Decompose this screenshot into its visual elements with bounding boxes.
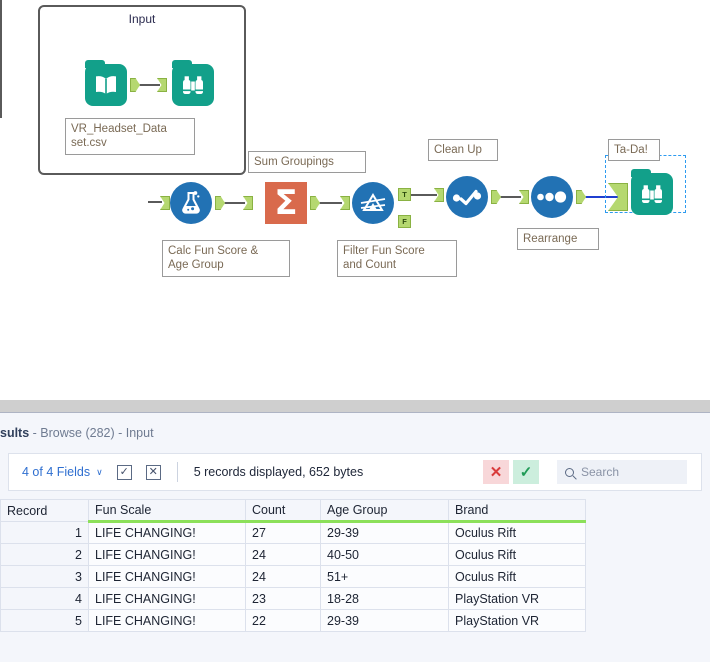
- node-label-cleanup: Clean Up: [428, 139, 498, 162]
- results-panel: sults - Browse (282) - Input 4 of 4 Fiel…: [0, 413, 710, 662]
- column-header-count[interactable]: Count: [245, 499, 321, 523]
- workflow-canvas[interactable]: Input VR_Headset_Data se: [0, 0, 710, 400]
- fields-selector[interactable]: 4 of 4 Fields ∨: [22, 465, 103, 479]
- wire-input-to-browse: [140, 84, 160, 86]
- column-header-age-group[interactable]: Age Group: [320, 499, 449, 523]
- node-label-input-data: VR_Headset_Data set.csv: [65, 118, 195, 155]
- anchor-out-summarize[interactable]: [310, 196, 320, 210]
- wire-vertical-to-formula: [0, 0, 2, 118]
- cell-age-group: 29-39: [320, 521, 449, 544]
- tool-select[interactable]: [531, 176, 573, 218]
- cell-count: 22: [245, 609, 321, 632]
- results-toolbar: 4 of 4 Fields ∨ ✓ ✕ 5 records displayed,…: [8, 453, 702, 491]
- binoculars-icon: [172, 64, 214, 106]
- node-label-summarize: Sum Groupings: [248, 151, 366, 174]
- anchor-out-rearrange[interactable]: [576, 190, 586, 204]
- toolbar-divider: [176, 462, 178, 482]
- tool-browse-final[interactable]: [631, 173, 673, 215]
- wire-cleanup-to-rearrange: [501, 196, 521, 198]
- wire-filter-to-cleanup: [411, 194, 437, 196]
- wire-summarize-to-filter: [320, 202, 342, 204]
- cell-fun-scale: LIFE CHANGING!: [88, 609, 246, 632]
- table-row[interactable]: 1 LIFE CHANGING! 27 29-39 Oculus Rift: [0, 521, 586, 544]
- tool-browse-input[interactable]: [172, 64, 214, 106]
- tool-formula[interactable]: [170, 182, 212, 224]
- anchor-out-filter-true[interactable]: T: [398, 188, 411, 201]
- fields-selector-label: 4 of 4 Fields: [22, 465, 91, 479]
- cell-record: 1: [0, 521, 89, 544]
- confirm-button[interactable]: ✓: [513, 460, 539, 484]
- column-header-record[interactable]: Record: [0, 499, 89, 522]
- panel-divider[interactable]: [0, 400, 710, 413]
- cell-fun-scale: LIFE CHANGING!: [88, 521, 246, 544]
- cell-age-group: 51+: [320, 565, 449, 588]
- wire-horizontal-to-formula: [148, 201, 162, 203]
- cell-brand: Oculus Rift: [448, 565, 586, 588]
- search-placeholder: Search: [581, 465, 620, 479]
- node-label-rearrange: Rearrange: [517, 228, 599, 251]
- node-label-tada: Ta-Da!: [608, 139, 660, 162]
- column-header-brand[interactable]: Brand: [448, 499, 586, 523]
- cell-brand: PlayStation VR: [448, 587, 586, 610]
- cell-brand: PlayStation VR: [448, 609, 586, 632]
- cell-fun-scale: LIFE CHANGING!: [88, 543, 246, 566]
- cell-record: 4: [0, 587, 89, 610]
- book-icon: [85, 64, 127, 106]
- checkbox-check-icon[interactable]: ✓: [116, 464, 132, 480]
- chevron-down-icon: ∨: [96, 466, 103, 477]
- results-table: Record Fun Scale Count Age Group Brand 1…: [0, 499, 586, 632]
- container-title: Input: [128, 12, 156, 26]
- anchor-out-input-data[interactable]: [130, 78, 140, 92]
- wire-formula-to-summarize: [225, 202, 245, 204]
- tool-container-input[interactable]: Input: [38, 5, 246, 175]
- search-input[interactable]: Search: [557, 460, 687, 484]
- tool-input-data[interactable]: [85, 64, 127, 106]
- cell-count: 24: [245, 565, 321, 588]
- cell-record: 2: [0, 543, 89, 566]
- cell-count: 27: [245, 521, 321, 544]
- cell-brand: Oculus Rift: [448, 543, 586, 566]
- results-panel-title: sults - Browse (282) - Input: [0, 426, 154, 440]
- cell-age-group: 29-39: [320, 609, 449, 632]
- results-subtitle: - Browse (282) - Input: [29, 426, 154, 440]
- column-header-fun-scale[interactable]: Fun Scale: [88, 499, 246, 523]
- filter-funnel-icon: [352, 182, 394, 224]
- anchor-out-formula[interactable]: [215, 196, 225, 210]
- flask-icon: [170, 182, 212, 224]
- node-label-formula: Calc Fun Score & Age Group: [162, 240, 290, 277]
- tool-filter[interactable]: [352, 182, 394, 224]
- cell-record: 3: [0, 565, 89, 588]
- record-count-text: 5 records displayed, 652 bytes: [193, 465, 364, 479]
- anchor-in-formula[interactable]: [160, 196, 170, 210]
- binoculars-icon: [631, 173, 673, 215]
- tool-summarize[interactable]: Σ: [265, 182, 307, 224]
- results-label: sults: [0, 426, 30, 440]
- results-table-wrapper[interactable]: Record Fun Scale Count Age Group Brand 1…: [0, 499, 710, 632]
- cell-count: 23: [245, 587, 321, 610]
- cell-fun-scale: LIFE CHANGING!: [88, 565, 246, 588]
- node-label-filter: Filter Fun Score and Count: [337, 240, 457, 277]
- table-row[interactable]: 4 LIFE CHANGING! 23 18-28 PlayStation VR: [0, 587, 586, 610]
- cell-record: 5: [0, 609, 89, 632]
- cancel-button[interactable]: ✕: [483, 460, 509, 484]
- cell-age-group: 40-50: [320, 543, 449, 566]
- check-dots-icon: [446, 176, 488, 218]
- table-row[interactable]: 3 LIFE CHANGING! 24 51+ Oculus Rift: [0, 565, 586, 588]
- wire-rearrange-to-browse: [586, 196, 618, 198]
- boxed-x-icon[interactable]: ✕: [145, 464, 161, 480]
- table-row[interactable]: 5 LIFE CHANGING! 22 29-39 PlayStation VR: [0, 609, 586, 632]
- cell-count: 24: [245, 543, 321, 566]
- table-row[interactable]: 2 LIFE CHANGING! 24 40-50 Oculus Rift: [0, 543, 586, 566]
- anchor-out-cleanup[interactable]: [491, 190, 501, 204]
- table-header-row: Record Fun Scale Count Age Group Brand: [0, 499, 586, 523]
- cell-age-group: 18-28: [320, 587, 449, 610]
- search-icon: [565, 467, 574, 477]
- sigma-icon: Σ: [265, 182, 307, 224]
- cell-brand: Oculus Rift: [448, 521, 586, 544]
- cell-fun-scale: LIFE CHANGING!: [88, 587, 246, 610]
- tool-data-cleansing[interactable]: [446, 176, 488, 218]
- three-dots-icon: [531, 176, 573, 218]
- anchor-out-filter-false[interactable]: F: [398, 215, 411, 228]
